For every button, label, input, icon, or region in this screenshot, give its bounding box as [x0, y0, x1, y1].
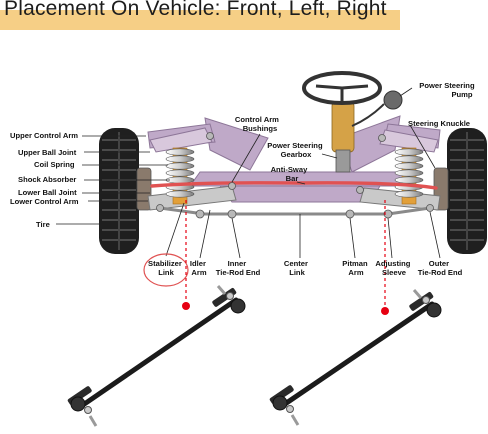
label-steering-knuckle: Steering Knuckle	[408, 119, 470, 128]
label-power-steering-gearbox: Power Steering Gearbox	[267, 141, 324, 159]
right-tire	[447, 128, 487, 254]
label-stabilizer-link: Stabilizer Link	[148, 259, 184, 277]
label-adjusting-sleeve: Adjusting Sleeve	[375, 259, 412, 277]
label-coil-spring: Coil Spring	[34, 160, 75, 169]
left-tire	[99, 128, 139, 254]
label-control-arm-bushings: Control Arm Bushings	[235, 115, 281, 133]
label-tire: Tire	[36, 220, 50, 229]
label-pitman-arm: Pitman Arm	[342, 259, 369, 277]
left-stabilizer-link-part	[67, 286, 245, 426]
left-coil-spring	[166, 148, 194, 204]
label-power-steering-pump: Power Steering Pump	[419, 81, 476, 99]
label-lower-ball-joint: Lower Ball Joint	[18, 188, 77, 197]
label-idler-arm: Idler Arm	[190, 259, 208, 277]
right-stabilizer-link-part	[269, 290, 441, 425]
label-shock-absorber: Shock Absorber	[18, 175, 76, 184]
label-upper-control-arm: Upper Control Arm	[10, 131, 78, 140]
right-marker-dot	[381, 307, 389, 315]
left-marker-dot	[182, 302, 190, 310]
label-lower-control-arm: Lower Control Arm	[10, 197, 79, 206]
steering-wheel	[304, 73, 380, 103]
label-outer-tie-rod-end: Outer Tie-Rod End	[418, 259, 463, 277]
label-upper-ball-joint: Upper Ball Joint	[18, 148, 77, 157]
label-center-link: Center Link	[284, 259, 310, 277]
label-inner-tie-rod-end: Inner Tie-Rod End	[216, 259, 261, 277]
